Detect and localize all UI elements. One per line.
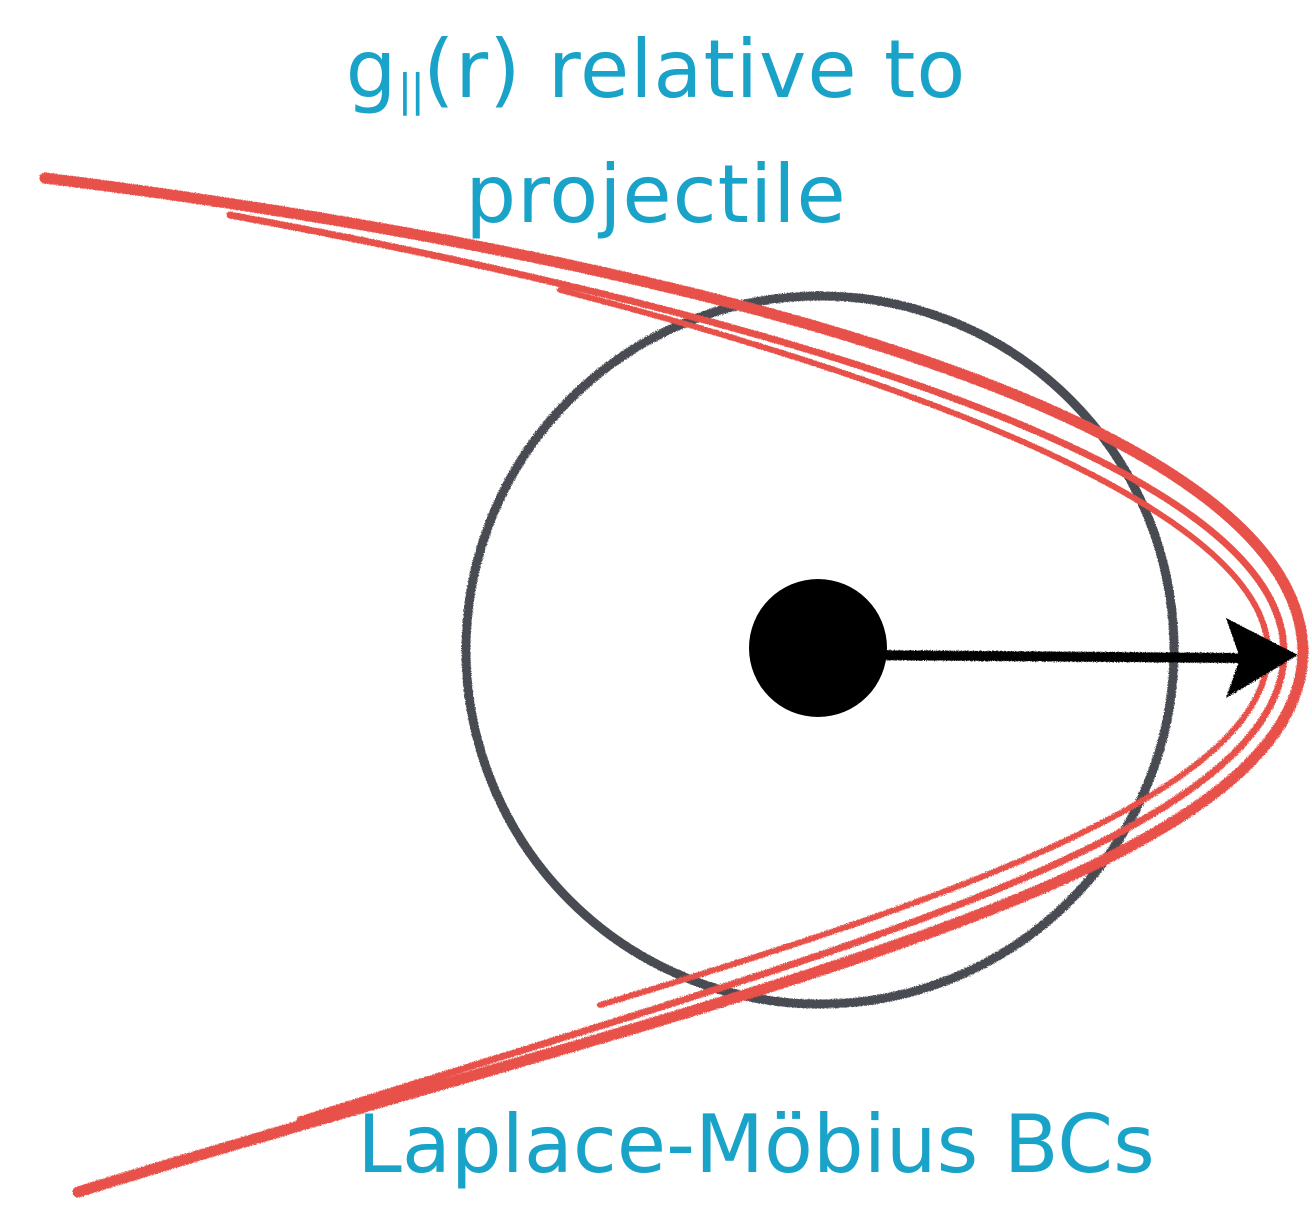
inner-curve bbox=[560, 290, 1268, 1005]
diagram-caption: Laplace-Möbius BCs bbox=[0, 1095, 1312, 1195]
velocity-arrow-icon bbox=[860, 618, 1298, 698]
particle-icon bbox=[749, 579, 887, 717]
